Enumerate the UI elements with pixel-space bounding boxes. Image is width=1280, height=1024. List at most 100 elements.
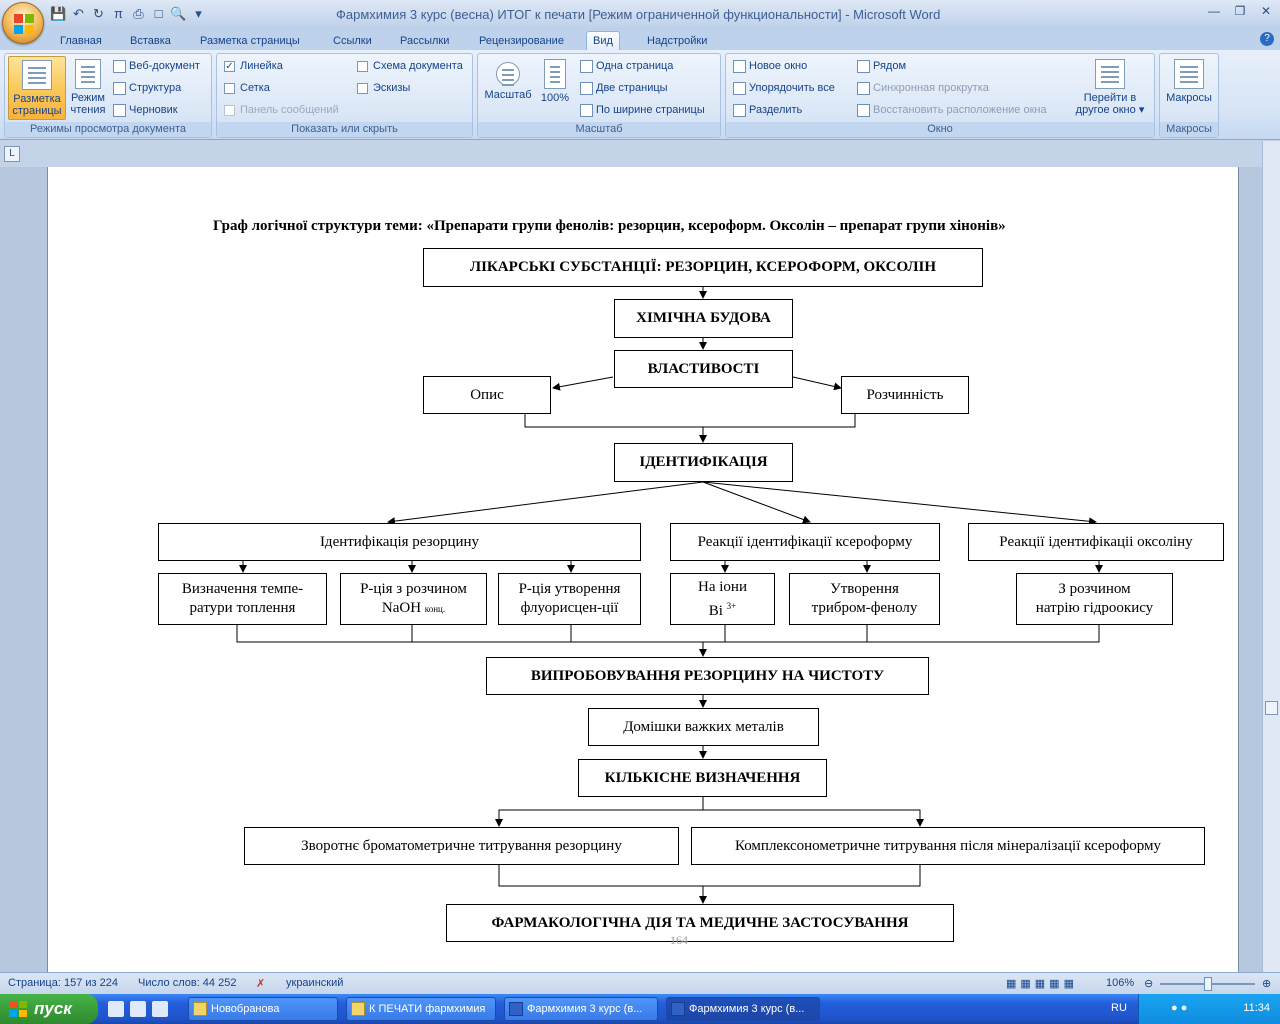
arrange-all-button[interactable]: Упорядочить все bbox=[731, 80, 835, 97]
node-description: Опис bbox=[423, 376, 551, 414]
tab-view[interactable]: Вид bbox=[586, 31, 620, 51]
node-solubility: Розчинність bbox=[841, 376, 969, 414]
view-buttons-icon[interactable]: ▦▦▦▦▦ bbox=[1006, 978, 1078, 990]
magnifier-icon bbox=[496, 62, 520, 86]
zoom-button[interactable]: Масштаб bbox=[480, 56, 536, 120]
taskbar-item-folder-2[interactable]: К ПЕЧАТИ фармхимия bbox=[346, 997, 496, 1021]
tab-selector[interactable]: L bbox=[4, 146, 20, 162]
document-page[interactable]: Граф логічної структури теми: «Препарати… bbox=[47, 167, 1239, 972]
page-width-button[interactable]: По ширине страницы bbox=[578, 102, 705, 119]
draft-icon bbox=[113, 104, 126, 117]
save-icon[interactable]: 💾 bbox=[50, 6, 67, 21]
split-icon bbox=[733, 104, 746, 117]
node-fluorescence: Р-ція утворення флуорисцен-ції bbox=[498, 573, 641, 625]
app-launch-icon[interactable] bbox=[130, 1001, 146, 1017]
tab-page-layout[interactable]: Разметка страницы bbox=[200, 35, 300, 47]
node-id-resorcin: Ідентифікація резорцину bbox=[158, 523, 641, 561]
office-logo-icon bbox=[14, 14, 34, 34]
zoom-in-icon[interactable]: ⊕ bbox=[1262, 978, 1272, 990]
zoom-out-icon[interactable]: ⊖ bbox=[1144, 978, 1154, 990]
document-map-checkbox[interactable]: Схема документа bbox=[355, 58, 463, 75]
print-layout-button[interactable]: Разметка страницы bbox=[8, 56, 66, 120]
language-indicator[interactable]: украинский bbox=[286, 977, 344, 989]
two-pages-button[interactable]: Две страницы bbox=[578, 80, 668, 97]
reading-mode-button[interactable]: Режим чтения bbox=[67, 56, 109, 120]
outline-button[interactable]: Структура bbox=[111, 80, 181, 97]
tab-review[interactable]: Рецензирование bbox=[479, 35, 564, 47]
node-naoh-oxolin: З розчином натрію гідроокису bbox=[1016, 573, 1173, 625]
system-tray: RU ● ● 11:34 bbox=[1111, 994, 1280, 1024]
one-page-button[interactable]: Одна страница bbox=[578, 58, 673, 75]
node-id-xeroform: Реакції ідентифікації ксероформу bbox=[670, 523, 940, 561]
tab-addins[interactable]: Надстройки bbox=[647, 35, 708, 47]
close-icon[interactable]: ✕ bbox=[1260, 4, 1272, 18]
window-title: Фармхимия 3 курс (весна) ИТОГ к печати [… bbox=[336, 7, 941, 22]
split-button[interactable]: Разделить bbox=[731, 102, 802, 119]
switch-windows-button[interactable]: Перейти в другое окно ▾ bbox=[1070, 56, 1150, 120]
page-icon[interactable]: □ bbox=[154, 6, 163, 21]
taskbar-item-word-1[interactable]: Фармхимия 3 курс (в... bbox=[504, 997, 658, 1021]
page-number: 164 bbox=[670, 933, 688, 947]
two-pages-icon bbox=[580, 82, 593, 95]
maximize-icon[interactable]: ❐ bbox=[1234, 4, 1246, 18]
node-substances: ЛІКАРСЬКІ СУБСТАНЦІЇ: РЕЗОРЦИН, КСЕРОФОР… bbox=[423, 248, 983, 287]
ruler-area: L bbox=[0, 141, 1280, 167]
redo-icon[interactable]: ↻ bbox=[93, 6, 104, 21]
proofing-icon[interactable]: ✗ bbox=[256, 978, 266, 990]
draft-button[interactable]: Черновик bbox=[111, 102, 178, 119]
clock: 11:34 bbox=[1243, 1002, 1270, 1014]
node-pharmacology: ФАРМАКОЛОГІЧНА ДІЯ ТА МЕДИЧНЕ ЗАСТОСУВАН… bbox=[446, 904, 954, 942]
zoom-100-button[interactable]: 100% bbox=[536, 56, 574, 120]
word-doc-icon bbox=[671, 1002, 685, 1016]
tab-mailings[interactable]: Рассылки bbox=[400, 35, 450, 47]
reset-position-icon bbox=[857, 104, 870, 117]
group-label: Макросы bbox=[1160, 122, 1218, 137]
new-window-button[interactable]: Новое окно bbox=[731, 58, 807, 75]
node-id-oxolin: Реакції ідентифікаціі оксоліну bbox=[968, 523, 1224, 561]
zoom-slider-thumb[interactable] bbox=[1204, 977, 1212, 991]
print-icon[interactable]: ⎙ bbox=[133, 6, 144, 21]
start-button[interactable]: пуск bbox=[0, 994, 98, 1024]
thumbnails-checkbox[interactable]: Эскизы bbox=[355, 80, 410, 97]
undo-icon[interactable]: ↶ bbox=[73, 6, 84, 21]
taskbar-item-word-2[interactable]: Фармхимия 3 курс (в... bbox=[666, 997, 820, 1021]
node-complexometry: Комплексонометричне титрування після мін… bbox=[691, 827, 1205, 865]
language-bar[interactable]: RU bbox=[1111, 1002, 1127, 1014]
ribbon-tabs: Главная Вставка Разметка страницы Ссылки… bbox=[0, 30, 1280, 51]
print-preview-icon[interactable]: 🔍 bbox=[170, 6, 187, 21]
group-label: Масштаб bbox=[478, 122, 720, 137]
help-icon[interactable]: ? bbox=[1260, 32, 1274, 46]
tab-references[interactable]: Ссылки bbox=[333, 35, 372, 47]
minimize-icon[interactable]: — bbox=[1208, 4, 1220, 18]
scrollbar-thumb[interactable] bbox=[1265, 701, 1278, 715]
node-identification: ІДЕНТИФІКАЦІЯ bbox=[614, 443, 793, 482]
taskbar: пуск Новобранова К ПЕЧАТИ фармхимия Фарм… bbox=[0, 994, 1280, 1024]
media-player-icon[interactable] bbox=[152, 1001, 168, 1017]
customize-qat-icon[interactable]: ▾ bbox=[195, 6, 202, 21]
ruler-checkbox[interactable]: ✓Линейка bbox=[224, 60, 283, 72]
node-tribromophenol: Утворення трибром-фенолу bbox=[789, 573, 940, 625]
reading-mode-icon bbox=[75, 59, 101, 89]
side-by-side-button[interactable]: Рядом bbox=[855, 58, 906, 75]
zoom-level[interactable]: 106% bbox=[1106, 977, 1135, 989]
page-100-icon bbox=[544, 59, 566, 89]
web-layout-icon bbox=[113, 60, 126, 73]
node-heavy-metals: Домішки важких металів bbox=[588, 708, 819, 746]
taskbar-item-folder-1[interactable]: Новобранова bbox=[188, 997, 338, 1021]
macros-button[interactable]: Макросы bbox=[1161, 56, 1217, 120]
folder-icon bbox=[193, 1002, 207, 1016]
pi-icon[interactable]: π bbox=[114, 6, 123, 21]
gridlines-checkbox[interactable]: Сетка bbox=[222, 80, 270, 97]
vertical-scrollbar[interactable] bbox=[1262, 141, 1280, 972]
one-page-icon bbox=[580, 60, 593, 73]
tab-home[interactable]: Главная bbox=[60, 35, 102, 47]
show-desktop-icon[interactable] bbox=[108, 1001, 124, 1017]
tab-insert[interactable]: Вставка bbox=[130, 35, 171, 47]
office-button[interactable] bbox=[2, 2, 44, 44]
page-count[interactable]: Страница: 157 из 224 bbox=[8, 977, 118, 989]
word-count[interactable]: Число слов: 44 252 bbox=[138, 977, 237, 989]
node-properties: ВЛАСТИВОСТІ bbox=[614, 350, 793, 388]
tray-icons[interactable]: ● ● bbox=[1171, 1002, 1188, 1014]
web-layout-button[interactable]: Веб-документ bbox=[111, 58, 200, 75]
node-naoh-reaction: Р-ція з розчином NaOH конц. bbox=[340, 573, 487, 625]
